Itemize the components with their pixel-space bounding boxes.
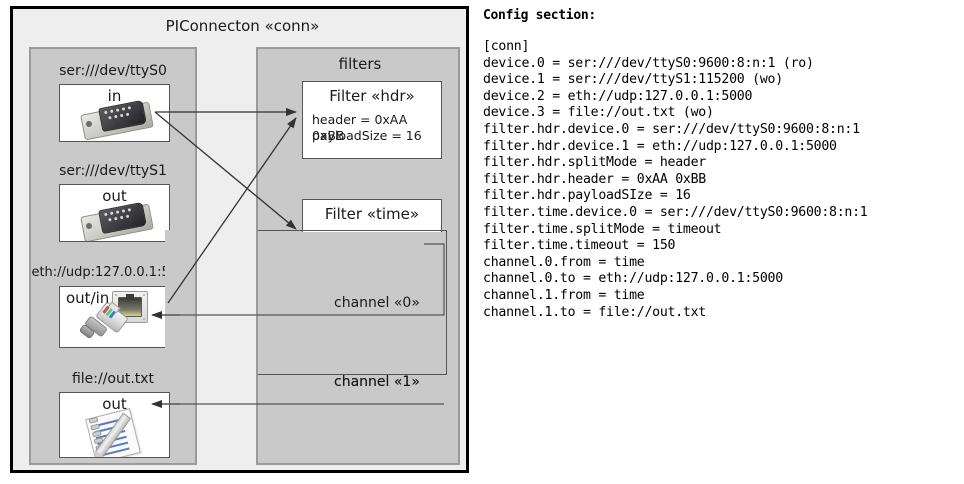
device-direction-file: out xyxy=(102,395,127,413)
device-card-eth[interactable]: out/in xyxy=(59,286,170,348)
serial-connector-icon xyxy=(80,201,154,241)
device-label-eth: eth://udp:127.0.0.1:5000 xyxy=(31,265,195,280)
filter-card-hdr[interactable]: Filter «hdr» header = 0xAA 0xBB payloadS… xyxy=(302,81,442,159)
config-section: Config section: [conn] device.0 = ser://… xyxy=(483,8,953,321)
filter-time-title: Filter «time» xyxy=(324,205,420,223)
filter-hdr-title: Filter «hdr» xyxy=(329,87,415,105)
device-direction-ttys0: in xyxy=(107,87,122,105)
ethernet-socket-icon xyxy=(78,291,162,343)
device-label-ttys0: ser:///dev/ttyS0 xyxy=(59,63,167,79)
channel-1-label-top: channel «1» xyxy=(334,374,420,390)
config-text: [conn] device.0 = ser:///dev/ttyS0:9600:… xyxy=(483,39,868,320)
serial-connector-icon xyxy=(80,99,154,141)
channel-1-label: channel «1» xyxy=(334,374,420,390)
piconnecton-frame: PIConnecton «conn» ser:///dev/ttyS0 in xyxy=(10,6,469,473)
device-direction-eth: out/in xyxy=(66,289,110,307)
device-label-file: file://out.txt xyxy=(71,371,155,387)
device-card-file[interactable]: out xyxy=(59,392,170,458)
filter-hdr-prop-payloadsize: payloadSize = 16 xyxy=(312,128,422,143)
filter-hdr-prop-header: header = 0xAA 0xBB xyxy=(312,112,408,143)
channel-0-label-top: channel «0» xyxy=(334,295,420,311)
page-title: PIConnecton «conn» xyxy=(165,17,320,35)
device-card-ttys1[interactable]: out xyxy=(59,184,170,242)
channel-mask-left xyxy=(165,230,199,376)
filters-panel-left-border xyxy=(256,230,258,376)
device-label-ttys1: ser:///dev/ttyS1 xyxy=(59,163,167,179)
channel-mask-gap xyxy=(195,230,257,376)
devices-panel-right-border xyxy=(195,230,197,376)
device-card-ttys0[interactable]: in xyxy=(59,84,170,142)
device-direction-ttys1: out xyxy=(102,187,127,205)
config-heading: Config section: xyxy=(483,8,596,23)
filters-group-title: filters xyxy=(338,55,382,73)
text-file-icon xyxy=(85,408,152,457)
